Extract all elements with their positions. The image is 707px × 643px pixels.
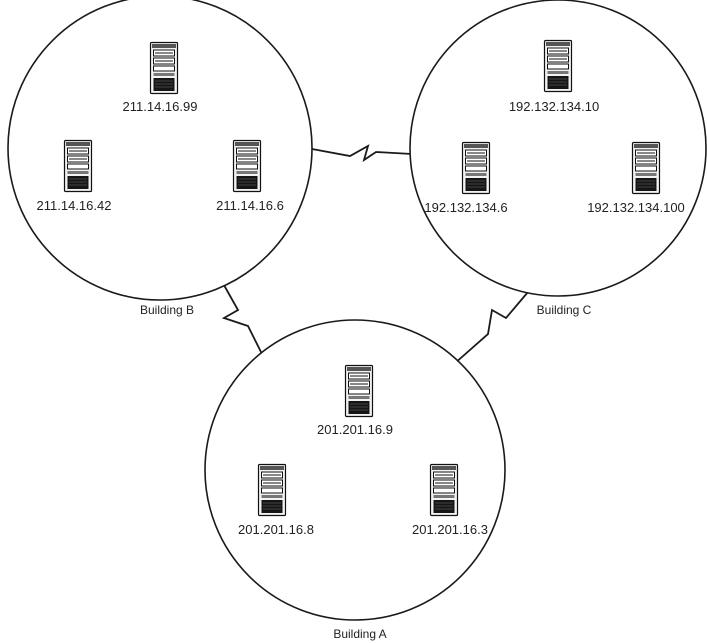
server-tower-icon	[461, 141, 491, 195]
server-node: 201.201.16.3	[412, 463, 488, 537]
server-tower-icon	[543, 39, 573, 93]
server-node: 201.201.16.8	[238, 463, 314, 537]
server-node: 211.14.16.99	[123, 41, 198, 114]
server-ip-label: 201.201.16.9	[317, 422, 393, 437]
building-circle	[204, 319, 506, 621]
server-ip-label: 201.201.16.8	[238, 522, 314, 537]
building-circle	[7, 0, 313, 301]
server-tower-icon	[429, 463, 459, 517]
server-ip-label: 192.132.134.10	[509, 99, 599, 114]
server-tower-icon	[344, 364, 374, 418]
server-node: 192.132.134.100	[587, 141, 685, 215]
server-ip-label: 211.14.16.6	[216, 198, 284, 213]
server-node: 211.14.16.6	[216, 139, 284, 213]
server-tower-icon	[257, 463, 287, 517]
building-b: 211.14.16.99 211.14.16.42 211.14.16.6	[7, 0, 313, 301]
server-node: 192.132.134.10	[509, 39, 599, 114]
server-node: 201.201.16.9	[317, 364, 393, 437]
building-a: 201.201.16.9 201.201.16.8 201.201.16.3	[204, 319, 506, 621]
server-tower-icon	[63, 139, 93, 193]
server-node: 211.14.16.42	[37, 139, 112, 213]
building-c: 192.132.134.10 192.132.134.6 192.132.134…	[409, 0, 707, 297]
building-circle	[409, 0, 707, 297]
server-ip-label: 211.14.16.99	[123, 99, 198, 114]
server-ip-label: 201.201.16.3	[412, 522, 488, 537]
wan-link-b-a	[219, 277, 267, 363]
building-label: Building A	[333, 627, 386, 641]
wan-link-c-a	[453, 291, 529, 365]
wan-links	[219, 144, 529, 365]
server-tower-icon	[232, 139, 262, 193]
server-ip-label: 192.132.134.100	[587, 200, 685, 215]
server-ip-label: 192.132.134.6	[424, 200, 507, 215]
wan-link-b-c	[311, 144, 413, 163]
building-label: Building C	[537, 303, 592, 317]
server-tower-icon	[631, 141, 661, 195]
server-ip-label: 211.14.16.42	[37, 198, 112, 213]
building-label: Building B	[140, 303, 194, 317]
server-tower-icon	[149, 41, 179, 95]
server-node: 192.132.134.6	[424, 141, 508, 215]
